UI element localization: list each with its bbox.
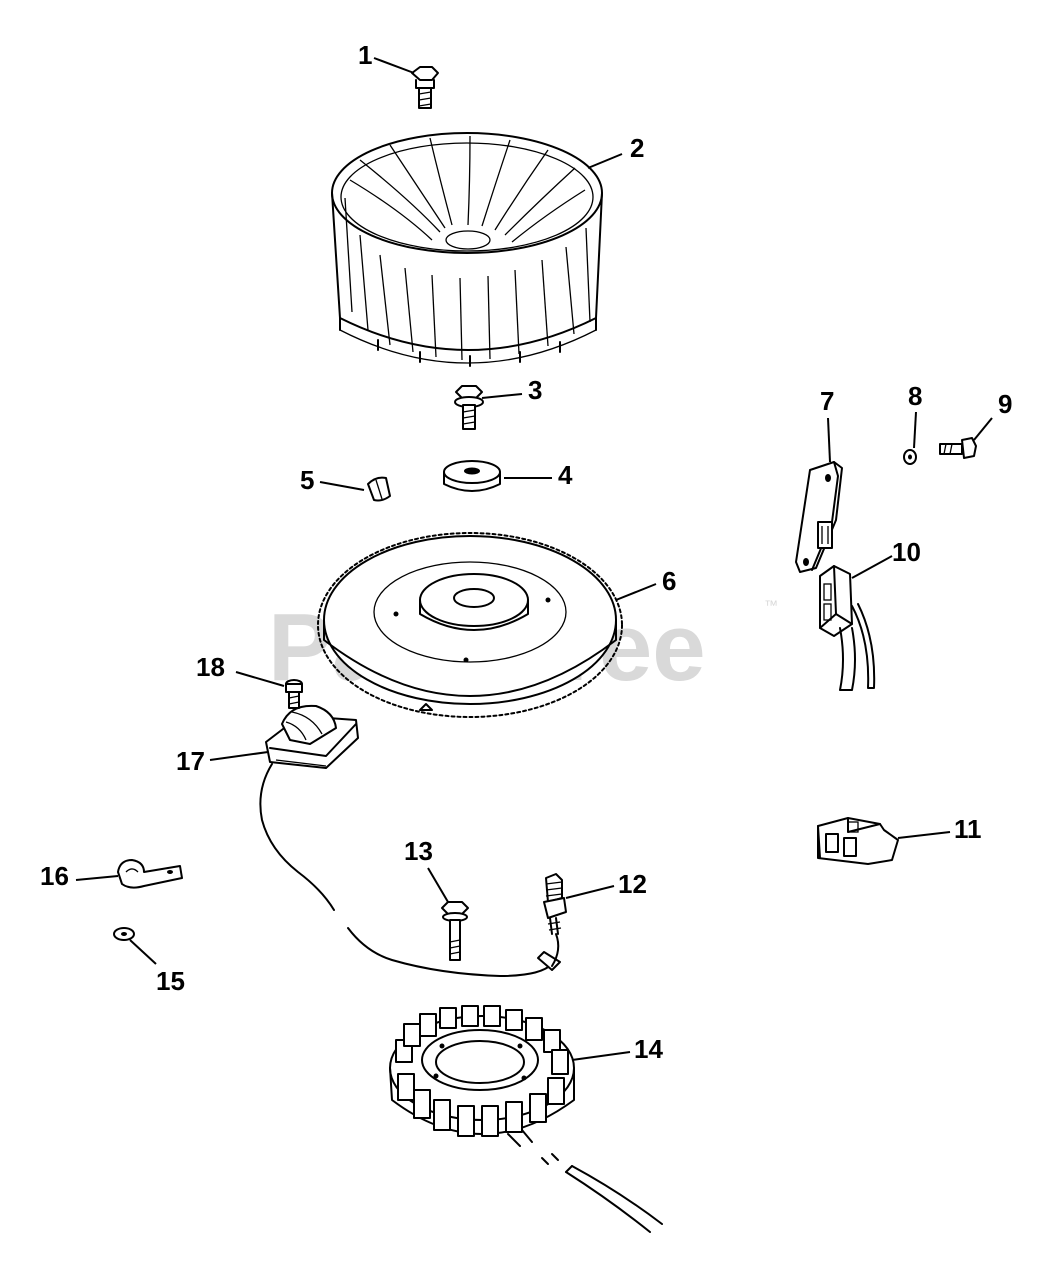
callout-10: 10: [892, 537, 921, 567]
part-10-rectifier-regulator[interactable]: [819, 565, 876, 691]
callout-15: 15: [156, 966, 185, 996]
callout-5: 5: [300, 465, 314, 495]
part-14-stator[interactable]: [389, 1005, 663, 1233]
callout-13: 13: [404, 836, 433, 866]
part-17-ignition-module[interactable]: [259, 704, 561, 977]
callout-17: 17: [176, 746, 205, 776]
part-18-screw[interactable]: [285, 679, 303, 709]
callout-3: 3: [528, 375, 542, 405]
part-5-woodruff-key[interactable]: [367, 476, 391, 502]
callout-8: 8: [908, 381, 922, 411]
callout-16: 16: [40, 861, 69, 891]
part-11-connector[interactable]: [817, 817, 899, 865]
part-12-spark-plug-terminal[interactable]: [543, 873, 567, 935]
callout-18: 18: [196, 652, 225, 682]
part-4-washer[interactable]: [443, 460, 501, 492]
part-8-washer[interactable]: [903, 449, 917, 465]
callout-2: 2: [630, 133, 644, 163]
callout-6: 6: [662, 566, 676, 596]
part-13-bolt[interactable]: [441, 901, 469, 961]
part-7-rectifier-bracket[interactable]: [795, 461, 843, 573]
part-2-blower-fan[interactable]: [331, 132, 603, 367]
callout-12: 12: [618, 869, 647, 899]
callout-14: 14: [634, 1034, 663, 1064]
callout-7: 7: [820, 386, 834, 416]
part-15-washer[interactable]: [113, 927, 135, 941]
part-6-flywheel[interactable]: [317, 532, 623, 718]
part-9-screw[interactable]: [939, 437, 977, 459]
watermark-trademark: ™: [764, 597, 778, 613]
callout-4: 4: [558, 460, 573, 490]
callout-numbers: 1 2 3 4 5 6 7 8 9 10 11 12 13 14 15 16 1…: [40, 40, 1012, 1064]
part-3-flywheel-bolt[interactable]: [454, 385, 484, 430]
part-1-bolt[interactable]: [411, 66, 439, 109]
callout-11: 11: [954, 814, 982, 844]
leader-lines: [75, 57, 993, 1061]
callout-9: 9: [998, 389, 1012, 419]
part-16-wire-clip[interactable]: [117, 859, 183, 889]
callout-1: 1: [358, 40, 372, 70]
